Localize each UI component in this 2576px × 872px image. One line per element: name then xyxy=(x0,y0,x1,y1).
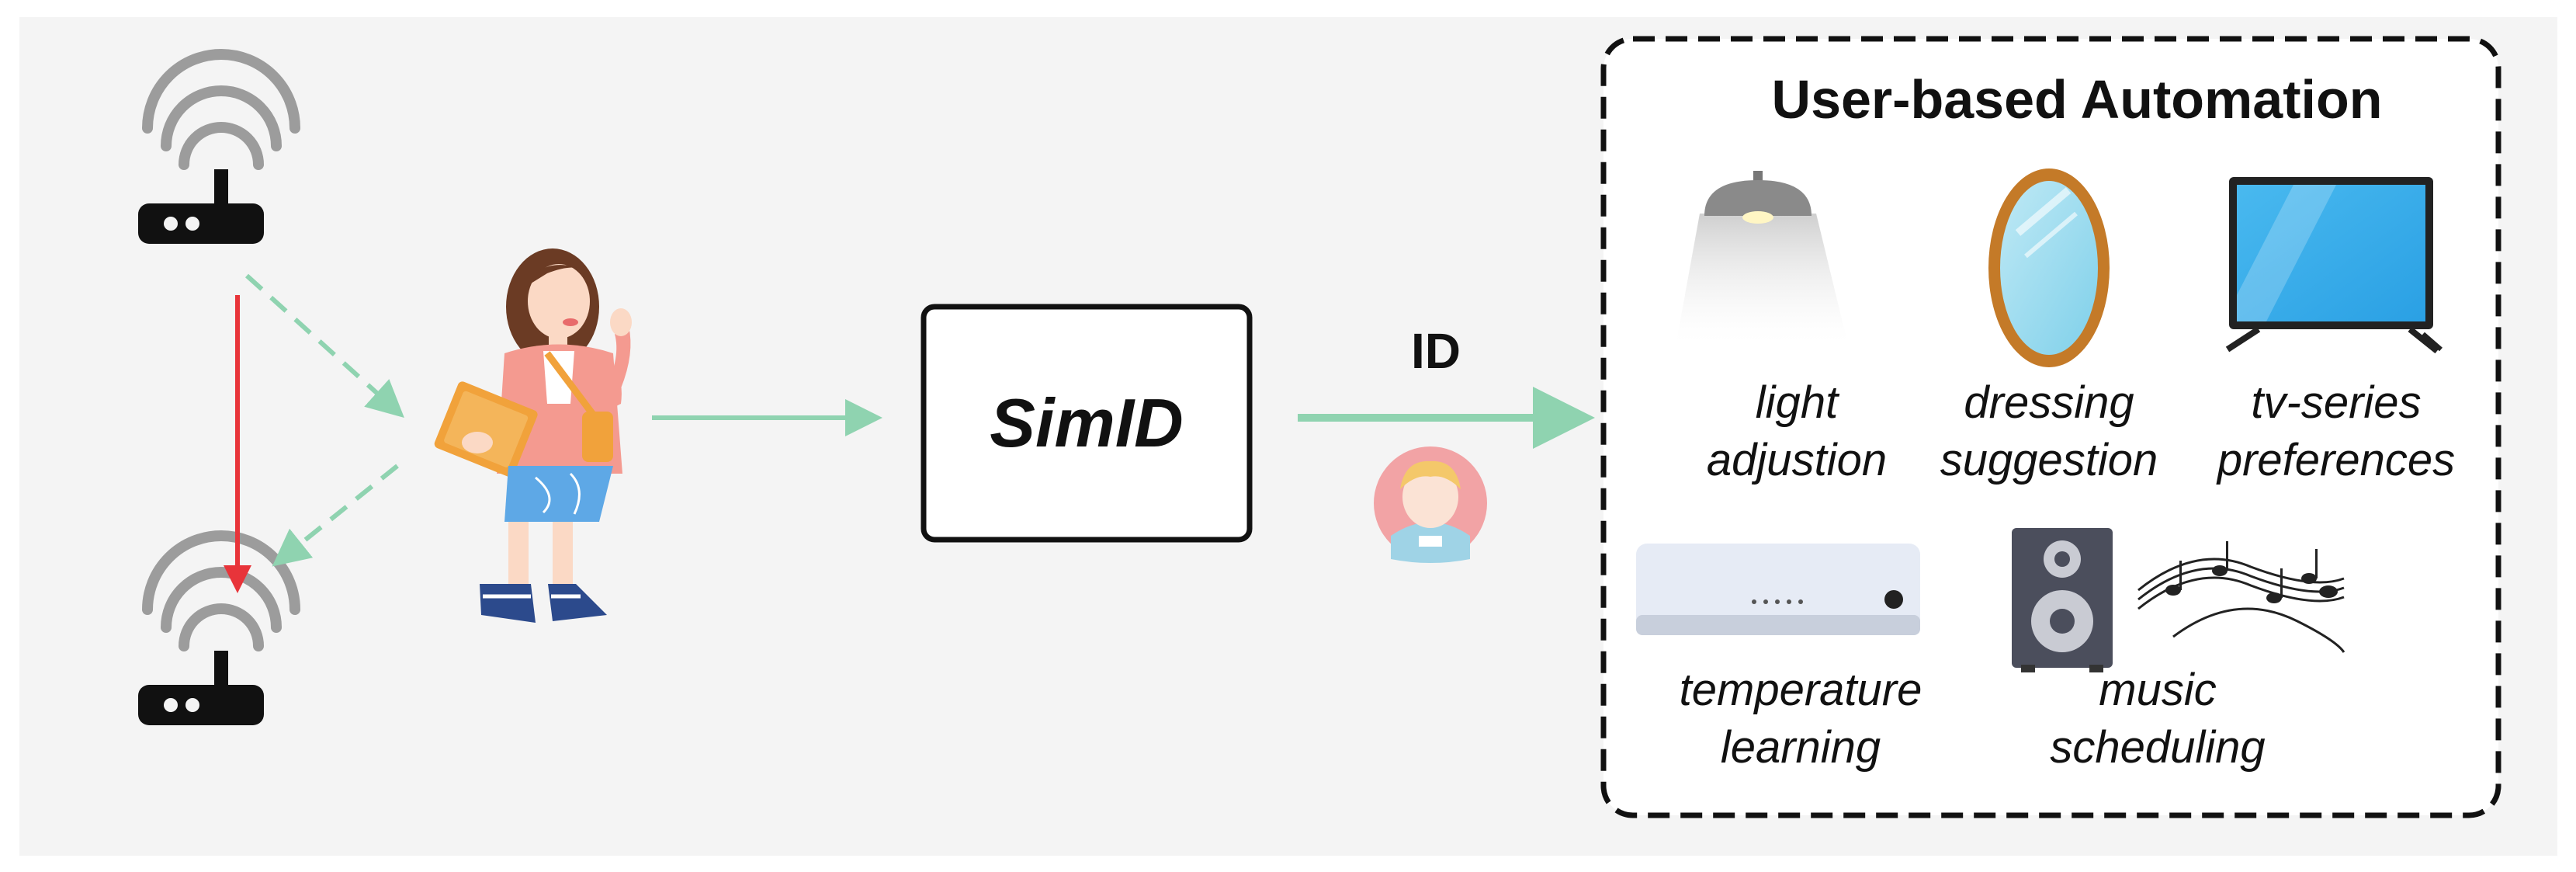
simid-label: SimID xyxy=(990,384,1184,461)
lamp-icon xyxy=(1676,171,1847,342)
caption-line: adjustion xyxy=(1706,435,1888,485)
router-top-icon xyxy=(138,49,300,244)
caption-line: light xyxy=(1755,377,1839,428)
router-bottom-icon xyxy=(138,530,300,725)
speaker-icon xyxy=(2012,528,2113,672)
caption-line: tv-series xyxy=(2251,377,2422,428)
caption-line: suggestion xyxy=(1940,435,2158,485)
person-illustration xyxy=(434,248,632,623)
caption-dressing-suggestion: dressing suggestion xyxy=(1917,374,2181,489)
automation-panel-title: User-based Automation xyxy=(1771,69,2383,130)
caption-line: learning xyxy=(1720,722,1881,773)
caption-line: scheduling xyxy=(2050,722,2266,773)
reflection-arrow-in xyxy=(244,273,404,419)
music-notes-icon xyxy=(2137,541,2345,653)
caption-line: music xyxy=(2099,665,2217,715)
air-conditioner-icon xyxy=(1636,544,1920,635)
caption-line: dressing xyxy=(1964,377,2134,428)
caption-light-adjustion: light adjustion xyxy=(1661,374,1933,489)
caption-temperature-learning: temperature learning xyxy=(1645,662,1956,776)
caption-line: temperature xyxy=(1679,665,1922,715)
id-label: ID xyxy=(1411,323,1461,379)
reflection-arrow-out xyxy=(272,464,399,567)
tv-icon xyxy=(2225,177,2443,354)
caption-line: preferences xyxy=(2217,435,2456,485)
caption-tv-series-preferences: tv-series preferences xyxy=(2189,374,2484,489)
mirror-icon xyxy=(1988,168,2110,367)
caption-music-scheduling: music scheduling xyxy=(2018,662,2297,776)
simid-box xyxy=(920,304,1253,543)
identity-avatar xyxy=(1374,446,1487,563)
